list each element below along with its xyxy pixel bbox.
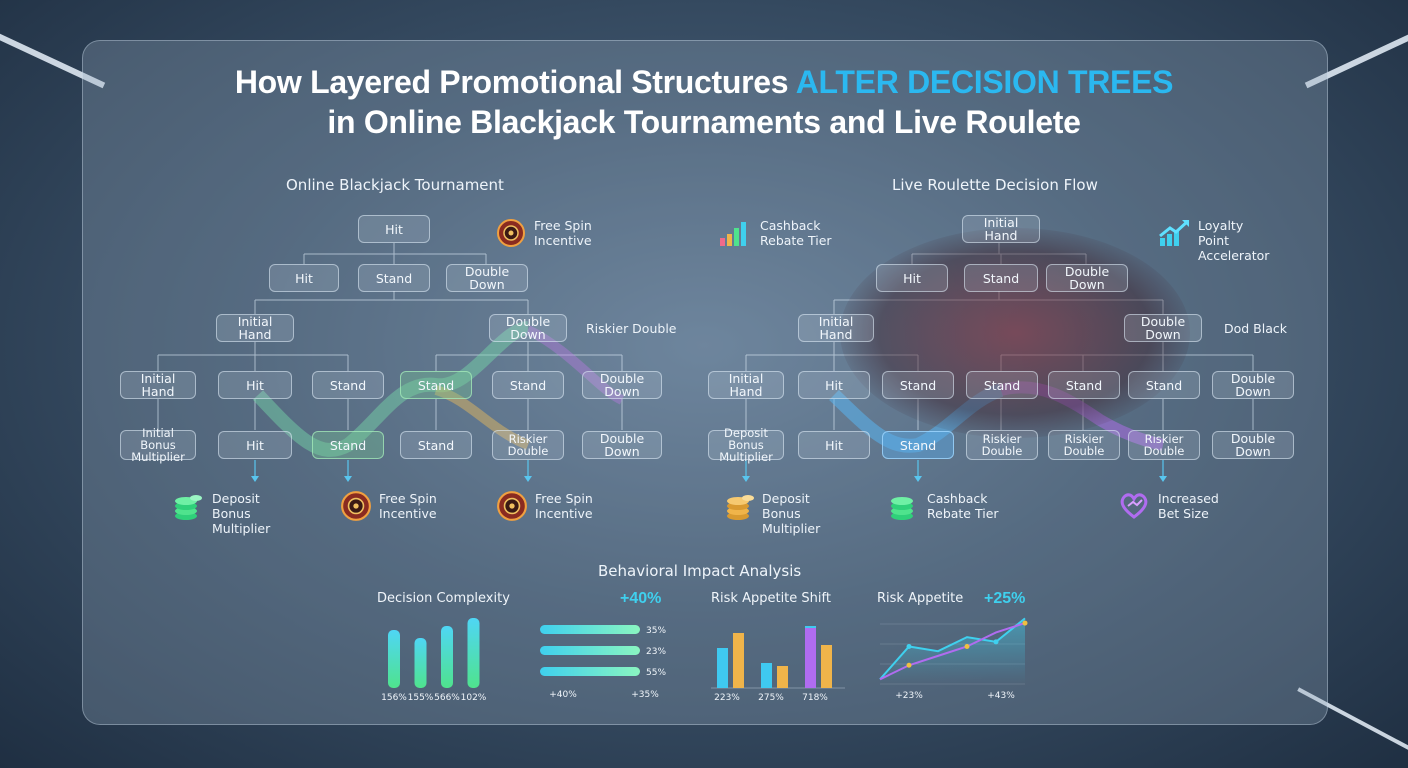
chart3-bar	[821, 645, 832, 688]
chart3-bar	[761, 663, 772, 688]
chart2-bar	[540, 646, 640, 655]
chart2-bar	[540, 625, 640, 634]
chart3-bar	[733, 633, 744, 688]
chart1-tick-label: 566%	[434, 693, 460, 703]
chart2-bar-label: 35%	[646, 626, 666, 636]
chart3-tick-label: 275%	[758, 693, 784, 703]
chart3-tick-label: 223%	[714, 693, 740, 703]
chart3-bar	[717, 648, 728, 688]
chart1-bar	[388, 630, 400, 688]
chart2-tick-label: +35%	[631, 690, 659, 700]
chart4-point	[907, 663, 912, 668]
chart1-tick-label: 155%	[408, 693, 434, 703]
chart1-bar	[441, 626, 453, 688]
chart3-bar	[777, 666, 788, 688]
chart1-bar	[468, 618, 480, 688]
chart1-tick-label: 156%	[381, 693, 407, 703]
chart3-tick-label: 718%	[802, 693, 828, 703]
chart4-point	[907, 644, 912, 649]
chart1-bar	[415, 638, 427, 688]
chart1-tick-label: 102%	[461, 693, 487, 703]
chart4-point	[1023, 621, 1028, 626]
chart2-tick-label: +40%	[549, 690, 577, 700]
chart4-tick-label: +23%	[895, 691, 923, 701]
chart3-extra-bar	[805, 628, 816, 688]
chart2-bar-label: 55%	[646, 668, 666, 678]
chart4-tick-label: +43%	[987, 691, 1015, 701]
chart2-bar-label: 23%	[646, 647, 666, 657]
chart4-point	[994, 639, 999, 644]
chart4-point	[965, 644, 970, 649]
chart2-bar	[540, 667, 640, 676]
